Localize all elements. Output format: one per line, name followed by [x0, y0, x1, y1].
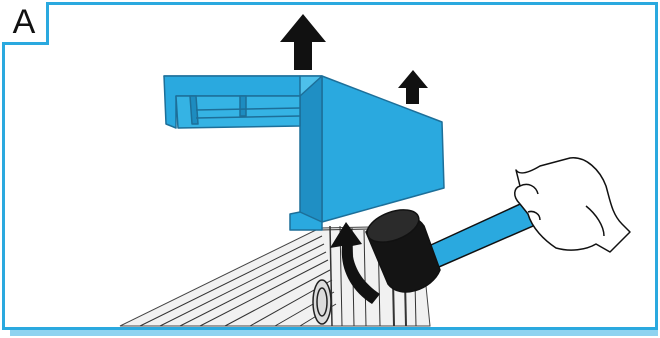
blue-bracket	[164, 76, 444, 230]
panel-label: A	[13, 5, 36, 39]
hand-icon	[515, 158, 630, 252]
up-arrow-small-icon	[398, 70, 428, 104]
rail-roller	[313, 280, 331, 324]
panel-label-box: A	[2, 2, 49, 45]
up-arrow-icon	[280, 14, 326, 70]
